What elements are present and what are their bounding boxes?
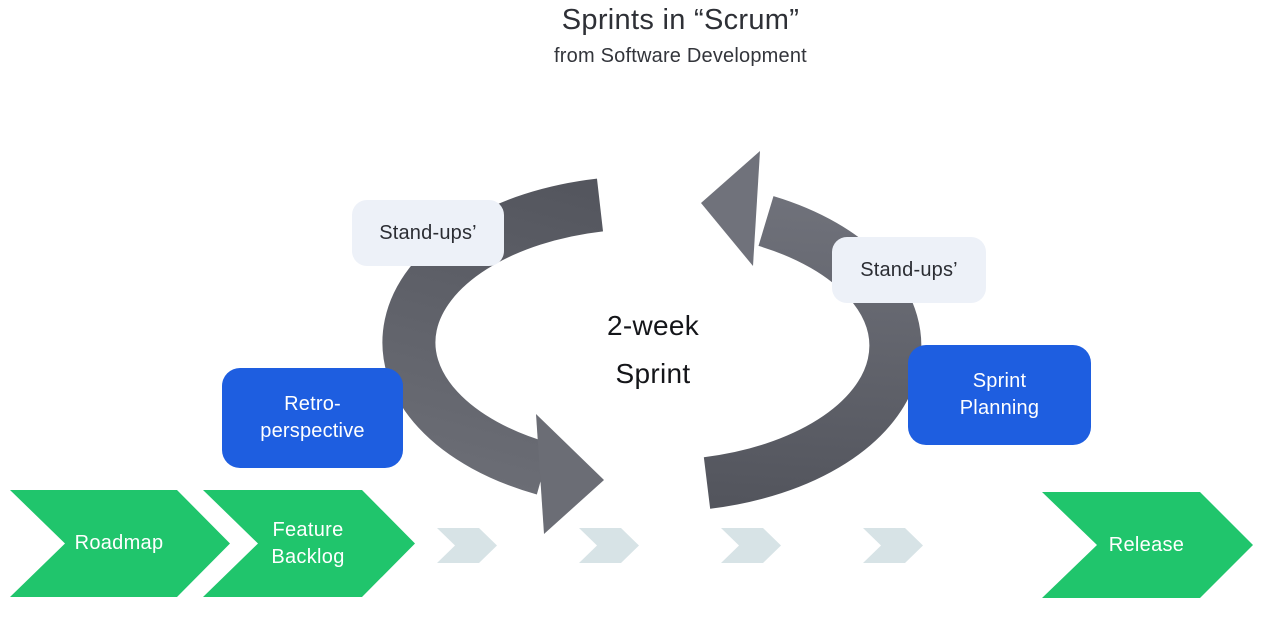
standups-left-text: Stand-ups’ xyxy=(379,221,477,244)
cycle-arrowhead-top-icon xyxy=(701,151,760,266)
node-sprint-planning: Sprint Planning xyxy=(908,345,1091,445)
cycle-arc-left xyxy=(382,178,604,495)
page-title: Sprints in “Scrum” xyxy=(561,4,800,36)
feature-backlog-line1: Feature xyxy=(272,518,344,541)
cycle-duration-label: 2-week Sprint xyxy=(553,302,753,398)
label-standups-left: Stand-ups’ xyxy=(352,200,504,266)
label-standups-right: Stand-ups’ xyxy=(832,237,986,303)
cycle-arrowhead-bottom-icon xyxy=(536,414,604,534)
node-retrospective: Retro- perspective xyxy=(222,368,403,468)
release-label: Release xyxy=(1108,533,1185,556)
retrospective-line2: perspective xyxy=(260,420,365,442)
page-subtitle: from Software Development xyxy=(554,45,807,67)
header: Sprints in “Scrum” from Software Develop… xyxy=(88,4,1273,68)
duration-line1: 2-week xyxy=(606,310,700,341)
retrospective-line1: Retro- xyxy=(284,393,341,415)
sprint-planning-line2: Planning xyxy=(959,397,1040,419)
duration-line2: Sprint xyxy=(615,358,691,389)
standups-right-text: Stand-ups’ xyxy=(860,258,958,281)
sprint-planning-line1: Sprint xyxy=(972,370,1027,392)
feature-backlog-line2: Backlog xyxy=(271,545,345,568)
roadmap-label: Roadmap xyxy=(74,532,164,554)
